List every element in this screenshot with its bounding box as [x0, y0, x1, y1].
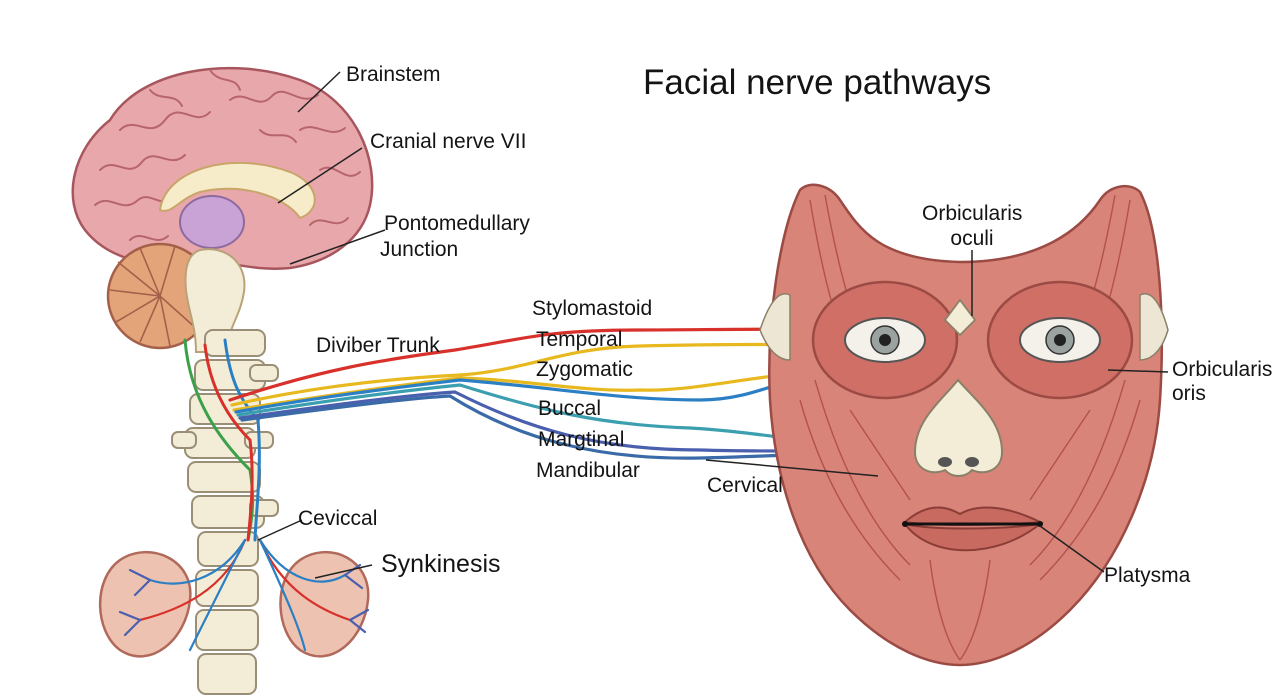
thalamus	[179, 195, 245, 249]
leader-lines	[257, 71, 1169, 579]
diagram-title: Facial nerve pathways	[643, 63, 992, 102]
label-branch-mandibular: Mandibular	[536, 459, 640, 482]
label-cervical: Cervical	[707, 474, 783, 497]
label-synkinesis: Synkinesis	[381, 550, 501, 578]
nerve-descending	[183, 338, 261, 542]
label-ceviccal: Ceviccal	[298, 507, 378, 530]
label-branch-margtinal: Margtinal	[538, 428, 625, 451]
face-illustration	[759, 183, 1169, 667]
label-branch-temporal: Temporal	[536, 328, 623, 351]
label-branch-stylomastoid: Stylomastoid	[532, 297, 653, 320]
label-pontomedullary-line2: Junction	[380, 238, 459, 261]
label-branch-zygomatic: Zygomatic	[536, 358, 633, 381]
nasal-bone	[943, 298, 977, 337]
label-brainstem: Brainstem	[346, 63, 441, 86]
label-diviber-trunk: Diviber Trunk	[316, 334, 440, 357]
cerebellum-folia	[109, 245, 199, 347]
label-orbicularis-oris-line2: oris	[1172, 382, 1206, 405]
label-orbicularis-oculi-line2: oculi	[950, 227, 994, 250]
label-orbicularis-oculi-line1: Orbicularis	[922, 202, 1023, 225]
corpus-callosum	[158, 161, 316, 220]
spine-illustration	[171, 329, 279, 695]
nose	[913, 378, 1004, 477]
brain-illustration	[71, 66, 374, 353]
label-branch-buccal: Buccal	[538, 397, 602, 420]
label-orbicularis-oris-line1: Orbicularis	[1172, 358, 1273, 381]
lower-organs	[98, 538, 370, 658]
label-cranial-nerve: Cranial nerve VII	[370, 130, 527, 153]
label-platysma: Platysma	[1104, 564, 1191, 587]
label-pontomedullary-line1: Pontomedullary	[384, 212, 530, 235]
